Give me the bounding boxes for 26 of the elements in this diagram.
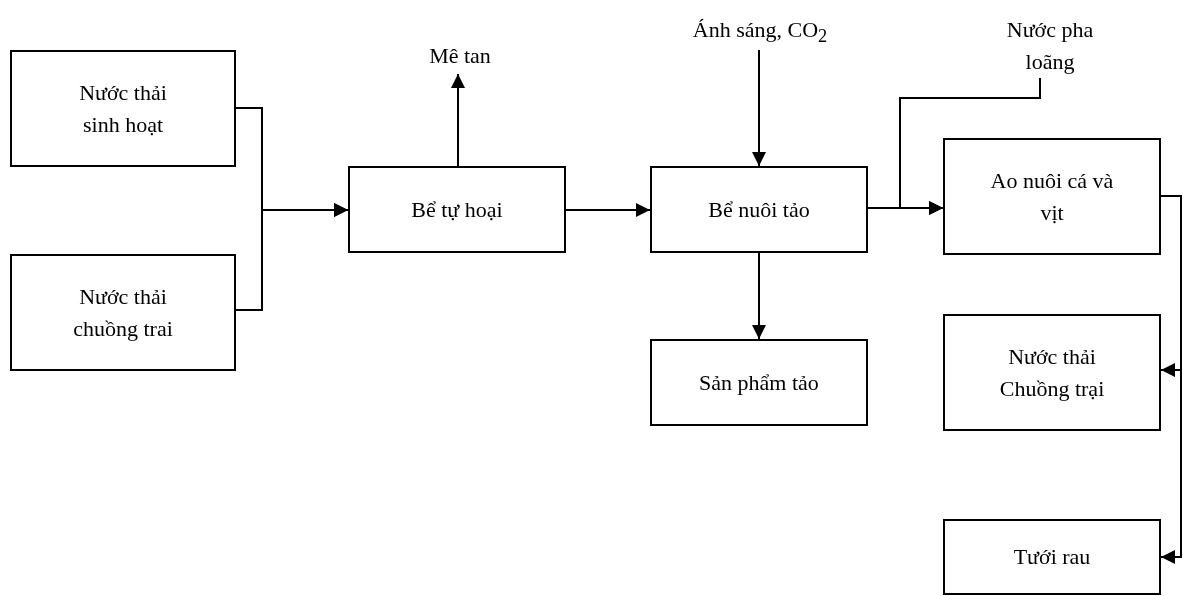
arrow xyxy=(235,203,349,311)
process-box xyxy=(650,166,868,253)
node-label: Tưới rau xyxy=(1013,543,1091,572)
arrow xyxy=(565,203,651,217)
process-box xyxy=(943,138,1161,255)
process-box xyxy=(10,254,236,371)
arrow xyxy=(451,73,465,167)
node-label: Nước thải chuồng trai xyxy=(72,282,174,343)
node-label: Bể nuôi tảo xyxy=(708,195,810,224)
node-label: Sản phẩm tảo xyxy=(699,368,819,397)
process-box xyxy=(943,519,1161,595)
arrow xyxy=(1160,195,1182,564)
node-label: Nước thải Chuồng trại xyxy=(998,342,1106,403)
node-label: Mê tan xyxy=(429,42,491,71)
process-box xyxy=(650,339,868,426)
process-box xyxy=(348,166,566,253)
process-box xyxy=(10,50,236,167)
arrow xyxy=(752,252,766,340)
node-label: Nước thải sinh hoạt xyxy=(78,78,168,139)
node-label: Nước pha loãng xyxy=(1005,16,1095,76)
process-box xyxy=(943,314,1161,431)
arrow xyxy=(899,77,1041,215)
arrow xyxy=(752,49,766,167)
node-label: Ao nuôi cá và vịt xyxy=(989,166,1115,227)
node-label: Bể tự hoại xyxy=(411,195,503,224)
node-label: Ánh sáng, CO$_{2}$ xyxy=(692,16,828,49)
